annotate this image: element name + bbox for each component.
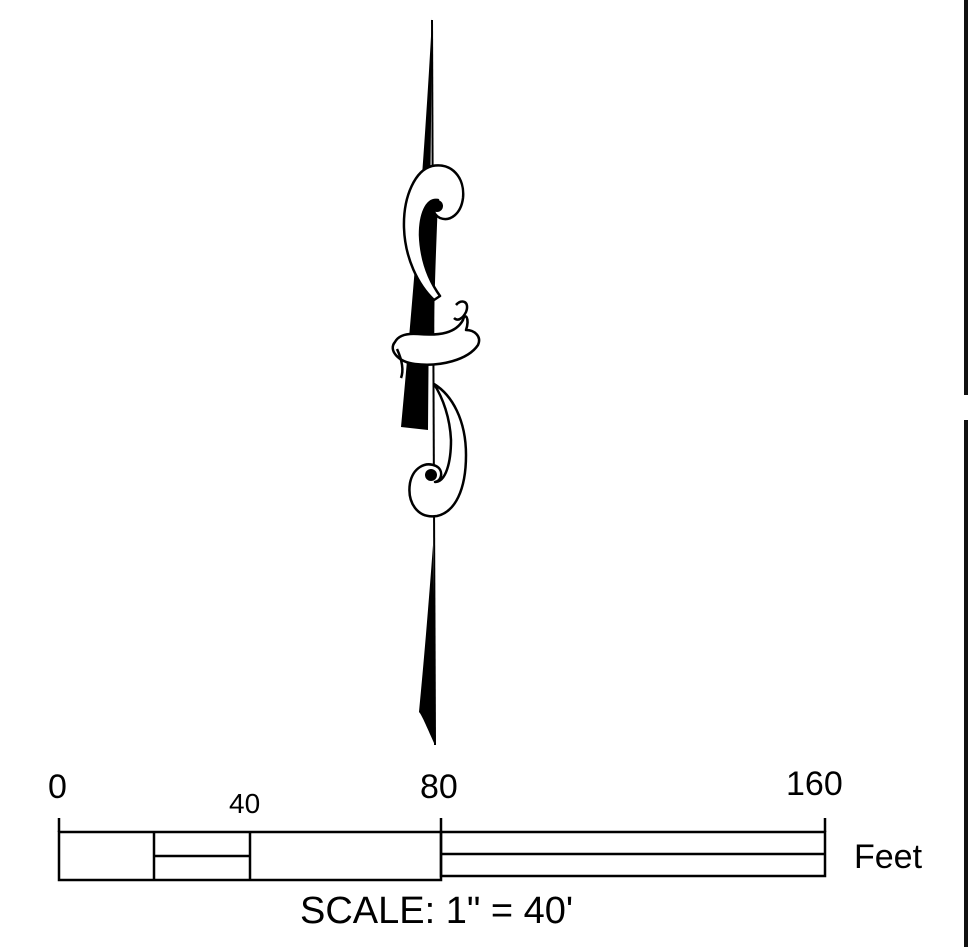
north-arrow-lower-scroll-eye [425, 469, 437, 481]
north-arrow-upper-scroll-eye [431, 200, 443, 212]
north-arrow-spine [431, 19, 436, 746]
page-edge-gap [964, 395, 968, 420]
north-arrow-s-fill [424, 200, 438, 345]
north-arrow-ribbon-left-tail [395, 348, 404, 379]
scale-tick-label-0: 0 [48, 768, 67, 806]
north-arrow-ribbon [391, 315, 481, 366]
scale-tick-label-160: 160 [786, 765, 843, 803]
scale-tick-label-80: 80 [420, 768, 458, 806]
north-arrow-upper-blade [401, 18, 432, 430]
scale-tick-label-40: 40 [229, 788, 261, 819]
north-arrow-ribbon-curl [453, 300, 469, 321]
north-arrow-lower-blade [419, 545, 435, 745]
north-arrow-upper-scroll [402, 164, 465, 302]
north-arrow-lower-scroll [408, 382, 468, 518]
scale-ratio-text: SCALE: 1" = 40' [300, 890, 574, 932]
page-edge-border [964, 0, 968, 947]
scale-units-label: Feet [854, 838, 923, 876]
